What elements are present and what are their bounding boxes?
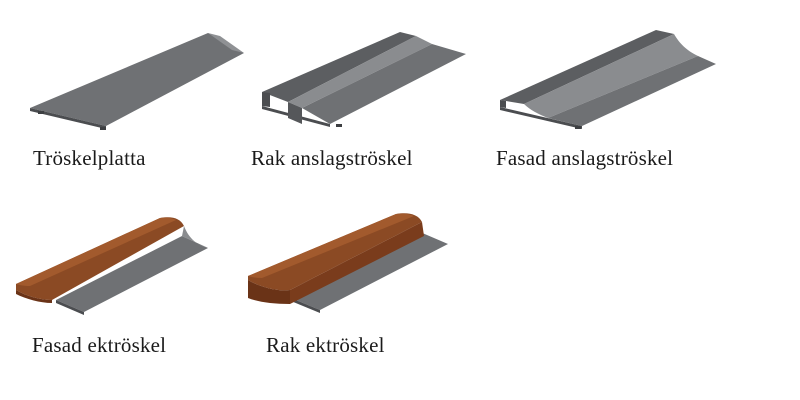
product-label: Fasad anslagströskel <box>496 146 674 170</box>
product-label: Rak ektröskel <box>266 333 385 357</box>
beveled-oak-threshold-icon <box>16 217 208 315</box>
product-label: Rak anslagströskel <box>251 146 413 170</box>
product-label: Fasad ektröskel <box>32 333 167 357</box>
product-label: Tröskelplatta <box>33 146 146 170</box>
straight-stop-threshold-icon <box>262 32 466 127</box>
straight-oak-threshold-icon <box>248 213 448 313</box>
beveled-stop-threshold-icon <box>500 30 716 129</box>
threshold-plate-icon <box>30 33 244 130</box>
